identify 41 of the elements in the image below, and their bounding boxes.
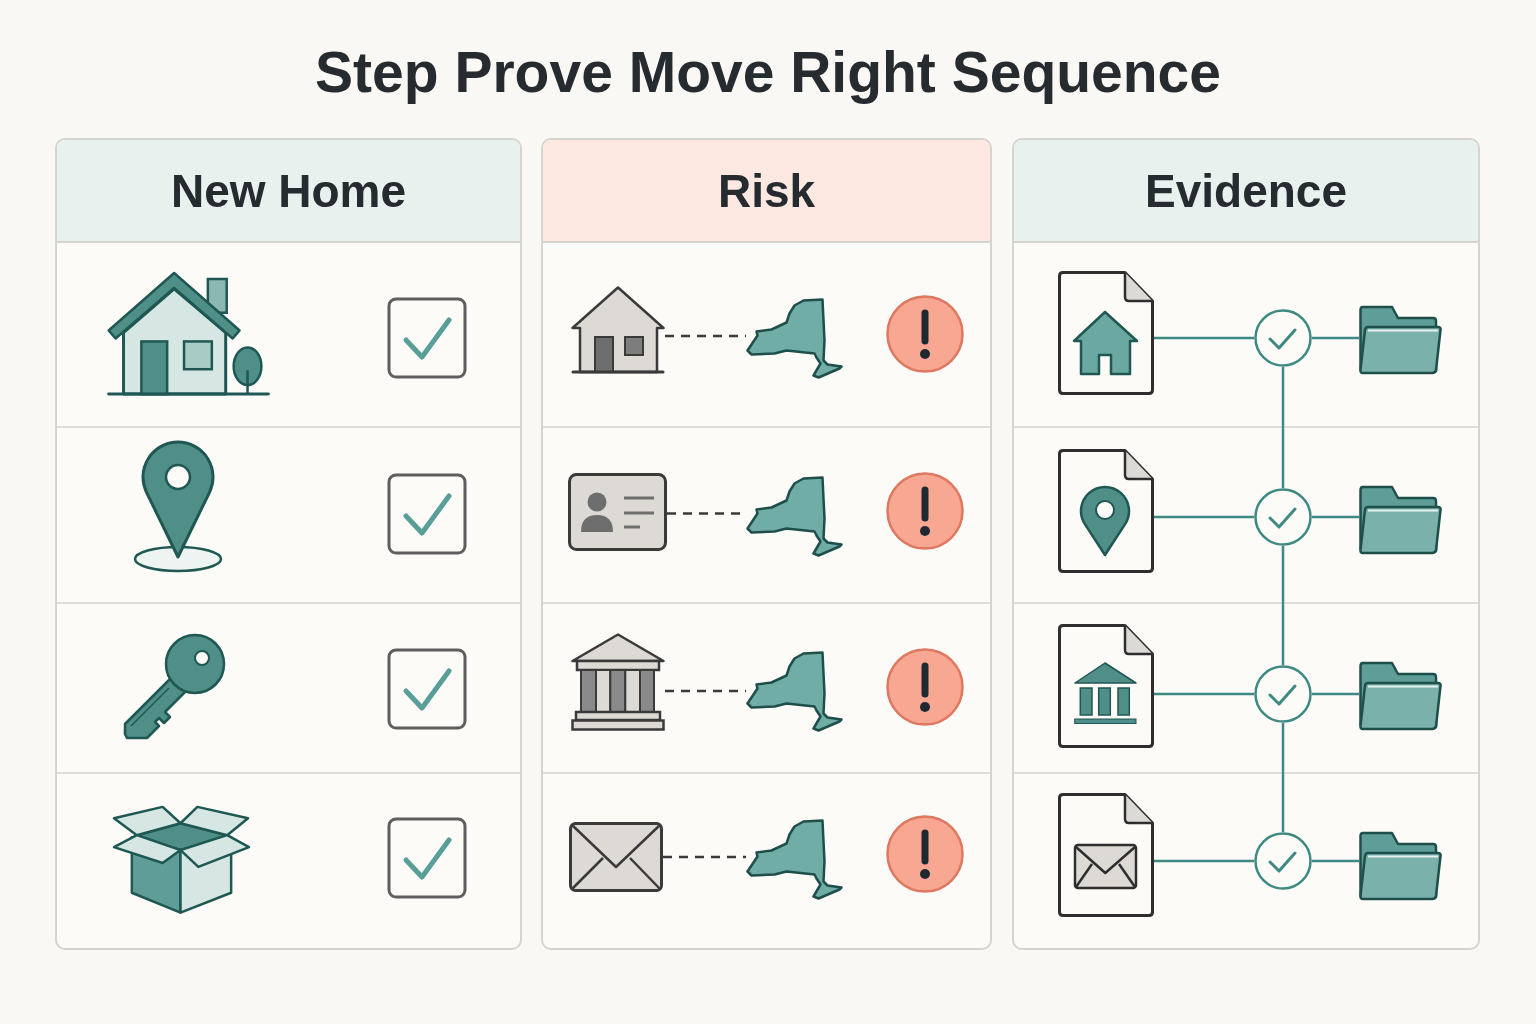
column-header: Evidence xyxy=(1014,140,1478,243)
check-circle-icon xyxy=(1254,665,1312,723)
check-circle-icon xyxy=(1254,488,1312,546)
state-map-icon xyxy=(746,819,843,900)
column-panel xyxy=(1012,138,1480,950)
connector-line xyxy=(1312,336,1359,340)
house-document-icon xyxy=(1058,271,1154,395)
connector-line xyxy=(1281,546,1285,665)
connector-line xyxy=(1312,515,1359,519)
pin-document-icon xyxy=(1058,449,1154,573)
folder-icon xyxy=(1359,305,1442,375)
connector-line xyxy=(1154,336,1254,340)
id-card-icon xyxy=(568,473,667,551)
check-circle-icon xyxy=(1254,832,1312,890)
column-panel xyxy=(541,138,992,950)
connector-line xyxy=(1154,515,1254,519)
connector-line xyxy=(1281,723,1285,832)
connector-line xyxy=(1154,859,1254,863)
connector-line xyxy=(1312,692,1359,696)
envelope-document-icon xyxy=(1058,793,1154,917)
folder-icon xyxy=(1359,485,1442,555)
column-header: Risk xyxy=(543,140,990,243)
state-map-icon xyxy=(746,476,843,557)
envelope-icon xyxy=(569,822,663,892)
column-header: New Home xyxy=(57,140,520,243)
dashed-connector xyxy=(665,689,746,693)
bank-icon xyxy=(571,633,665,731)
folder-icon xyxy=(1359,831,1442,901)
house-icon xyxy=(571,286,665,374)
dashed-connector xyxy=(665,334,746,338)
folder-icon xyxy=(1359,661,1442,731)
connector-line xyxy=(1281,367,1285,488)
bank-document-icon xyxy=(1058,624,1154,748)
check-circle-icon xyxy=(1254,309,1312,367)
connector-line xyxy=(1154,692,1254,696)
column-panel xyxy=(55,138,522,950)
state-map-icon xyxy=(746,651,843,732)
dashed-connector xyxy=(663,855,746,859)
connector-line xyxy=(1312,859,1359,863)
diagram-title: Step Prove Move Right Sequence xyxy=(315,39,1221,106)
state-map-icon xyxy=(746,298,843,379)
